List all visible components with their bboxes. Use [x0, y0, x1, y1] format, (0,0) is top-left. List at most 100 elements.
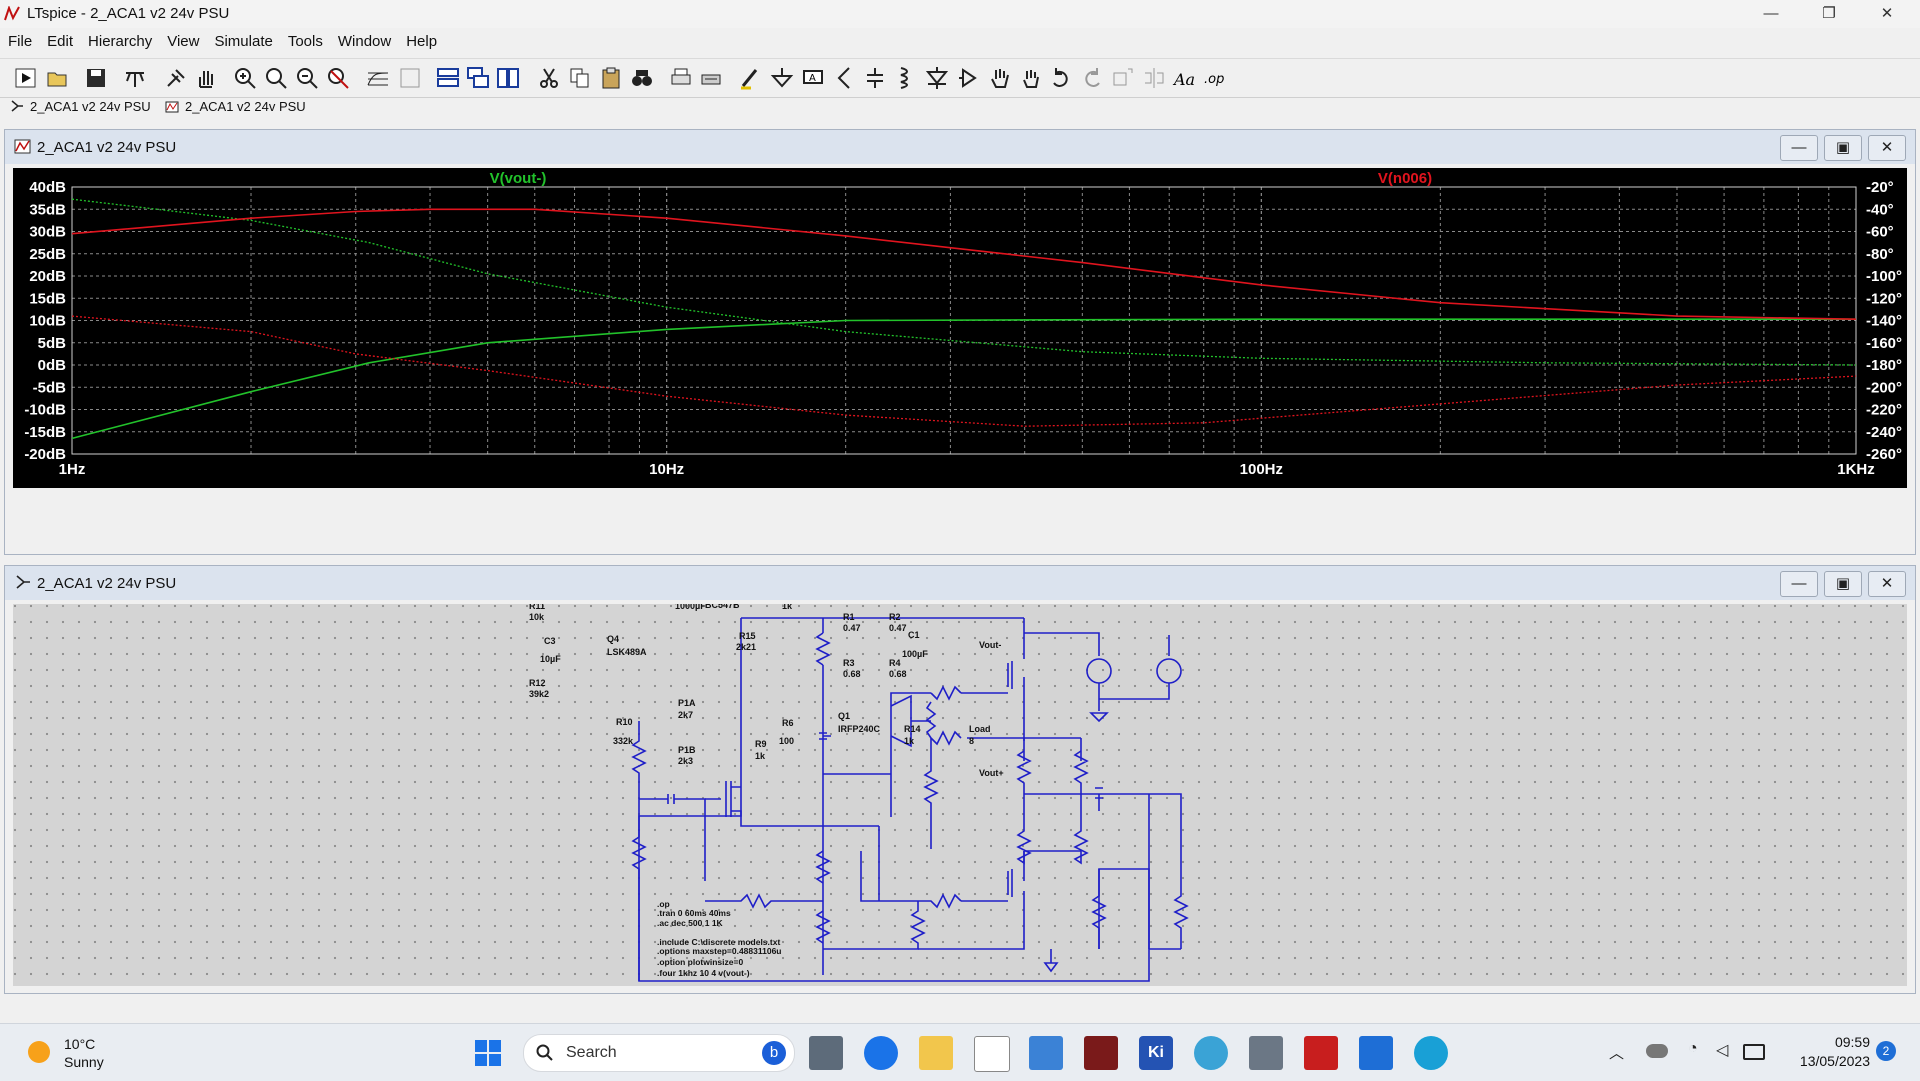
menu-file[interactable]: File — [8, 33, 33, 50]
window-titlebar: LTspice - 2_ACA1 v2 24v PSU — ❐ ✕ — [0, 0, 1920, 28]
save-icon[interactable] — [83, 65, 109, 91]
ltspice-taskbar-icon[interactable] — [1084, 1036, 1118, 1070]
spice-directive-line: .ac dec 500 1 1K — [657, 918, 724, 928]
chevron-up-icon[interactable]: ︿ — [1609, 1045, 1625, 1062]
tile-horizontal-icon[interactable] — [435, 65, 461, 91]
zoom-out-icon[interactable] — [294, 65, 320, 91]
print-icon[interactable] — [668, 65, 694, 91]
find-icon[interactable] — [629, 65, 655, 91]
move-hand-icon[interactable] — [986, 65, 1012, 91]
plot-close-button[interactable]: ✕ — [1868, 135, 1906, 161]
spice-directive-line: .option plotwinsize=0 — [657, 957, 743, 967]
open-folder-icon[interactable] — [45, 65, 71, 91]
plot-minimize-button[interactable]: — — [1780, 135, 1818, 161]
snipping-tool-icon[interactable] — [1304, 1036, 1338, 1070]
edge-dev-icon[interactable] — [864, 1036, 898, 1070]
weather-widget[interactable]: 10°C Sunny — [24, 1034, 144, 1074]
notes-icon[interactable] — [1029, 1036, 1063, 1070]
schematic-maximize-button[interactable]: ▣ — [1824, 571, 1862, 597]
run-icon[interactable] — [13, 65, 39, 91]
weather-condition: Sunny — [64, 1054, 104, 1070]
clock[interactable]: 09:59 13/05/2023 — [1770, 1034, 1870, 1069]
copy-icon[interactable] — [567, 65, 593, 91]
y2-tick-label: -60° — [1866, 224, 1894, 241]
search-box[interactable]: Search b — [523, 1034, 795, 1072]
pan-hand-icon[interactable] — [193, 65, 219, 91]
undo-icon[interactable] — [1048, 65, 1074, 91]
menu-help[interactable]: Help — [406, 33, 438, 50]
close-button[interactable]: ✕ — [1880, 5, 1894, 22]
menu-view[interactable]: View — [167, 33, 200, 50]
redo-icon[interactable] — [1079, 65, 1105, 91]
resistor-icon[interactable] — [831, 65, 857, 91]
schematic-close-button[interactable]: ✕ — [1868, 571, 1906, 597]
ground-icon[interactable] — [769, 65, 795, 91]
diode-icon[interactable] — [924, 65, 950, 91]
text-icon[interactable]: Aa — [1172, 65, 1198, 91]
draw-wire-icon[interactable] — [738, 65, 764, 91]
rotate-icon[interactable] — [1110, 65, 1136, 91]
autorange-icon[interactable] — [365, 65, 391, 91]
mirror-icon[interactable] — [1141, 65, 1167, 91]
task-view-icon[interactable] — [809, 1036, 843, 1070]
onedrive-icon[interactable] — [1646, 1044, 1668, 1058]
component-label: BC547B — [705, 604, 740, 610]
tile-vertical-icon[interactable] — [495, 65, 521, 91]
y-tick-label: 20dB — [29, 268, 66, 285]
probe-icon[interactable] — [163, 65, 189, 91]
wifi-icon[interactable]: ◔ — [1688, 1040, 1698, 1057]
print-setup-icon[interactable] — [698, 65, 724, 91]
paste-icon[interactable] — [598, 65, 624, 91]
control-panel-icon[interactable] — [122, 65, 148, 91]
tab-schematic[interactable]: 2_ACA1 v2 24v PSU — [10, 99, 151, 114]
edge-icon[interactable] — [1414, 1036, 1448, 1070]
spice-directive-icon[interactable]: .op — [1203, 65, 1229, 91]
notepad-icon[interactable] — [974, 1036, 1010, 1072]
component-label: Vout+ — [979, 768, 1004, 778]
capacitor-icon[interactable] — [862, 65, 888, 91]
component-icon[interactable] — [955, 65, 981, 91]
zoom-cancel-icon[interactable] — [325, 65, 351, 91]
browser-icon[interactable] — [1194, 1036, 1228, 1070]
label-net-icon[interactable]: A — [800, 65, 826, 91]
series-phase-line — [71, 198, 1857, 366]
schematic-canvas[interactable]: VccR710kR5100Q2IRFP240CV124VinV2AC 1SINE… — [13, 496, 1907, 986]
taskbar: 10°C Sunny Search b Ki ︿ ◔ ◁ 09:59 13/05… — [0, 1023, 1920, 1081]
inductor-icon[interactable] — [893, 65, 919, 91]
calculator-icon[interactable] — [1249, 1036, 1283, 1070]
menu-simulate[interactable]: Simulate — [214, 33, 273, 50]
plot-maximize-button[interactable]: ▣ — [1824, 135, 1862, 161]
drag-hand-icon[interactable] — [1017, 65, 1043, 91]
component-label: Q1 — [838, 711, 850, 721]
tab-waveform[interactable]: 2_ACA1 v2 24v PSU — [165, 99, 306, 114]
cursor-icon[interactable] — [397, 65, 423, 91]
component-label: R6 — [782, 718, 794, 728]
cut-icon[interactable] — [536, 65, 562, 91]
zoom-in-icon[interactable] — [232, 65, 258, 91]
component-label: 2k3 — [678, 756, 693, 766]
restore-button[interactable]: ❐ — [1822, 5, 1836, 22]
mail-icon[interactable] — [1359, 1036, 1393, 1070]
menu-tools[interactable]: Tools — [287, 33, 323, 50]
svg-text:A: A — [809, 73, 816, 84]
menu-window[interactable]: Window — [337, 33, 392, 50]
volume-icon[interactable]: ◁ — [1716, 1042, 1729, 1059]
window-title: LTspice - 2_ACA1 v2 24v PSU — [27, 5, 230, 22]
start-windows-icon[interactable] — [474, 1039, 502, 1067]
series-legend-label: V(n006) — [1378, 170, 1432, 187]
component-label: R1 — [843, 612, 855, 622]
schematic-minimize-button[interactable]: — — [1780, 571, 1818, 597]
y2-tick-label: -120° — [1866, 290, 1902, 307]
y2-tick-label: -20° — [1866, 179, 1894, 196]
kicad-icon[interactable]: Ki — [1139, 1036, 1173, 1070]
menu-edit[interactable]: Edit — [47, 33, 74, 50]
cascade-icon[interactable] — [465, 65, 491, 91]
battery-icon[interactable] — [1743, 1044, 1765, 1060]
file-explorer-icon[interactable] — [919, 1036, 953, 1070]
menu-hierarchy[interactable]: Hierarchy — [88, 33, 153, 50]
notification-badge[interactable]: 2 — [1876, 1041, 1896, 1061]
zoom-full-icon[interactable] — [263, 65, 289, 91]
minimize-button[interactable]: — — [1763, 5, 1779, 22]
